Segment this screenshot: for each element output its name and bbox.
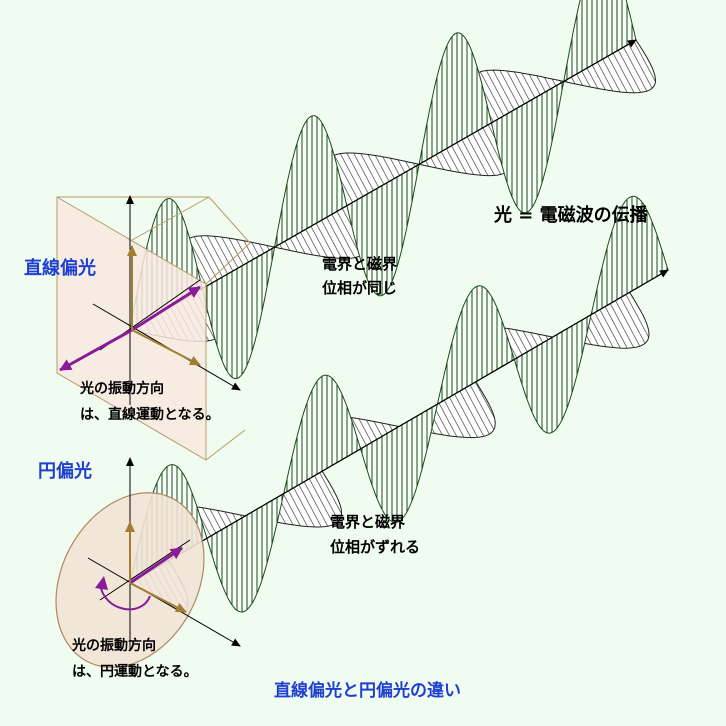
linear-b-vector-2 bbox=[131, 329, 201, 366]
caption: 直線偏光と円偏光の違い bbox=[274, 680, 461, 701]
circular-b-vector-2 bbox=[129, 582, 187, 613]
circular-e-vector bbox=[129, 546, 183, 585]
linear-wave-group bbox=[128, 0, 657, 380]
title-propagation: 光 = 電磁波の伝播 bbox=[493, 204, 649, 226]
circular-fields-line1: 電界と磁界 bbox=[330, 513, 405, 531]
propagation-axis-circular bbox=[129, 269, 669, 584]
circular-note-line2: は、円運動となる。 bbox=[72, 663, 198, 680]
linear-fields-line2: 位相が同じ bbox=[322, 279, 397, 297]
rotation-arrow-head bbox=[95, 576, 108, 590]
linear-note-line2: は、直線運動となる。 bbox=[80, 406, 220, 423]
circular-axis-horizontal bbox=[87, 557, 241, 647]
heading-linear-polarization: 直線偏光 bbox=[24, 257, 96, 279]
circular-fields-line2: 位相がずれる bbox=[330, 538, 420, 556]
linear-box-line-bottom bbox=[205, 429, 246, 461]
propagation-axis-linear bbox=[129, 39, 637, 331]
circular-wave-group bbox=[128, 195, 670, 614]
linear-e-vector-up bbox=[131, 285, 201, 332]
circular-note-line1: 光の振動方向 bbox=[71, 637, 156, 654]
heading-circular-polarization: 円偏光 bbox=[38, 460, 92, 482]
linear-note-line1: 光の振動方向 bbox=[79, 380, 164, 397]
linear-e-vector-down bbox=[59, 328, 133, 372]
linear-box-line-top bbox=[131, 196, 210, 241]
rotation-arrow-icon bbox=[99, 583, 151, 611]
linear-fields-line1: 電界と磁界 bbox=[322, 255, 397, 273]
